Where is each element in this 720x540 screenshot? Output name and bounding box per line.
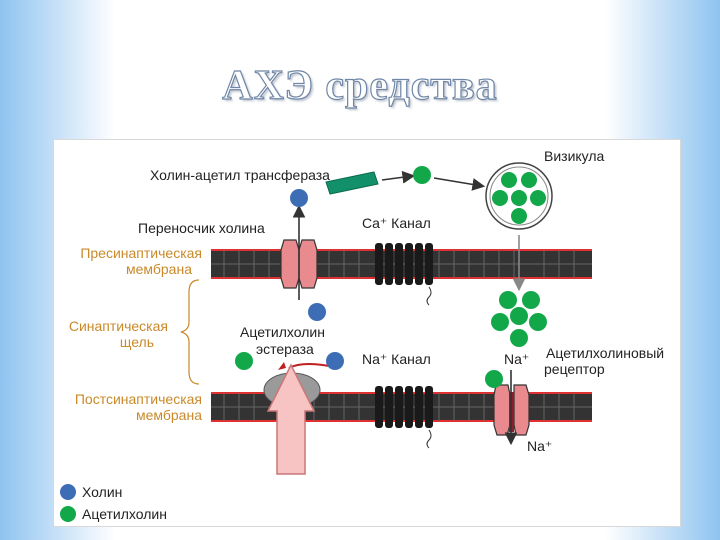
acetylcholine-receptor bbox=[493, 370, 530, 446]
label-postsynaptic-line1: Постсинаптическая bbox=[74, 391, 202, 407]
label-ca-channel: Ca⁺ Канал bbox=[362, 215, 431, 231]
slide-title: АХЭ средства bbox=[222, 62, 498, 109]
label-vesicle: Визикула bbox=[544, 148, 605, 164]
legend-choline-label: Холин bbox=[82, 484, 123, 500]
label-receptor-line1: Ацетилхолиновый bbox=[546, 345, 665, 361]
acetylcholine-molecules bbox=[235, 166, 547, 388]
label-receptor-line2: рецептор bbox=[544, 361, 605, 377]
label-na-channel: Na⁺ Канал bbox=[362, 351, 431, 367]
synapse-diagram-panel: Холин-ацетил трансфераза Визикула Перено… bbox=[53, 139, 681, 527]
label-transferase: Холин-ацетил трансфераза bbox=[150, 167, 330, 183]
inhibition-arrow bbox=[266, 363, 316, 475]
choline-transporter bbox=[280, 204, 318, 300]
label-postsynaptic-line2: мембрана bbox=[136, 407, 202, 423]
label-na-out: Na⁺ bbox=[527, 438, 553, 454]
vesicle bbox=[485, 162, 553, 230]
choline-molecules bbox=[290, 189, 344, 370]
label-presynaptic-line1: Пресинаптическая bbox=[80, 245, 202, 261]
synaptic-cleft-bracket bbox=[180, 279, 200, 385]
na-channel bbox=[375, 386, 433, 449]
legend-acetylcholine-label: Ацетилхолин bbox=[82, 506, 167, 522]
label-cleft-line1: Синаптическая bbox=[68, 318, 168, 334]
label-choline-carrier: Переносчик холина bbox=[138, 220, 265, 236]
legend-choline-marker bbox=[60, 484, 76, 500]
ca-channel bbox=[375, 243, 433, 306]
label-ache-line1: Ацетилхолин bbox=[240, 324, 325, 340]
label-cleft-line2: щель bbox=[119, 334, 154, 350]
legend-acetylcholine-marker bbox=[60, 506, 76, 522]
transferase-enzyme bbox=[325, 171, 379, 195]
label-na-in: Na⁺ bbox=[504, 351, 530, 367]
label-presynaptic-line2: мембрана bbox=[126, 261, 192, 277]
synapse-diagram bbox=[60, 162, 592, 522]
label-ache-line2: эстераза bbox=[256, 341, 314, 357]
